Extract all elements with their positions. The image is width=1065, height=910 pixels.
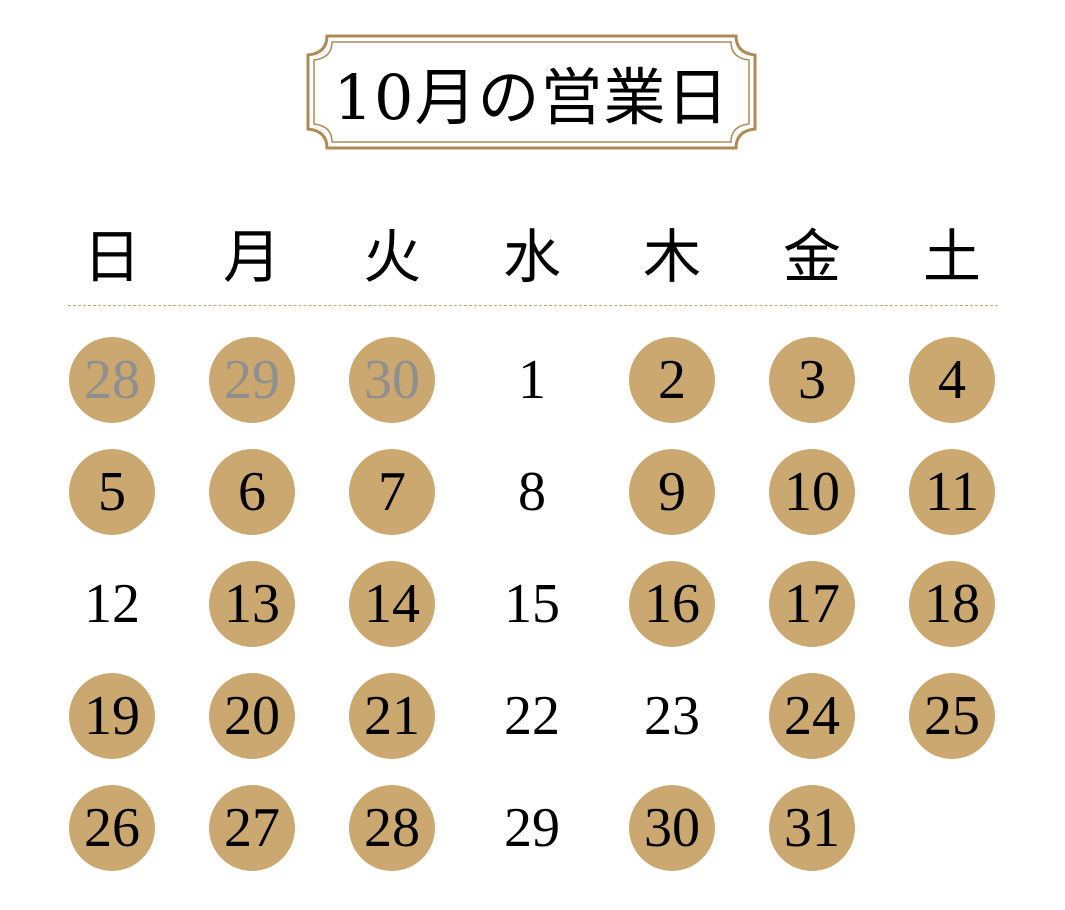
- header-divider: [68, 305, 998, 306]
- business-day-number: 27: [209, 785, 295, 871]
- weekday-label: 火: [362, 223, 421, 291]
- day-cell: 12: [42, 548, 182, 660]
- title-frame: 10月の営業日: [305, 33, 758, 151]
- day-cell: 28: [322, 772, 462, 884]
- business-day-number: 21: [349, 673, 435, 759]
- business-day-number: 7: [349, 449, 435, 535]
- business-day-number: 28: [69, 337, 155, 423]
- business-day-number: 6: [209, 449, 295, 535]
- day-cell: 29: [462, 772, 602, 884]
- day-cell: 7: [322, 436, 462, 548]
- day-cell: 30: [322, 324, 462, 436]
- day-cell: 22: [462, 660, 602, 772]
- day-cell: 3: [742, 324, 882, 436]
- day-cell: 11: [882, 436, 1022, 548]
- day-cell: 23: [602, 660, 742, 772]
- weekday-label: 金: [782, 223, 841, 291]
- business-day-number: 30: [629, 785, 715, 871]
- day-cell: 5: [42, 436, 182, 548]
- business-day-number: 26: [69, 785, 155, 871]
- day-cell: 2: [602, 324, 742, 436]
- day-cell: 18: [882, 548, 1022, 660]
- weekday-label: 木: [642, 223, 701, 291]
- day-cell: 25: [882, 660, 1022, 772]
- business-day-number: 19: [69, 673, 155, 759]
- day-cell: 4: [882, 324, 1022, 436]
- business-day-number: 4: [909, 337, 995, 423]
- business-day-number: 30: [349, 337, 435, 423]
- day-cell: 30: [602, 772, 742, 884]
- business-day-number: 3: [769, 337, 855, 423]
- business-day-number: 18: [909, 561, 995, 647]
- day-cell: 21: [322, 660, 462, 772]
- day-cell: 17: [742, 548, 882, 660]
- business-day-number: 14: [349, 561, 435, 647]
- weekday-label: 日: [82, 223, 141, 291]
- day-cell: 14: [322, 548, 462, 660]
- business-day-number: 9: [629, 449, 715, 535]
- day-cell: 9: [602, 436, 742, 548]
- weekday-label: 土: [922, 223, 981, 291]
- day-cell: 1: [462, 324, 602, 436]
- day-cell: 27: [182, 772, 322, 884]
- day-cell: 20: [182, 660, 322, 772]
- day-cell: 8: [462, 436, 602, 548]
- title-frame-border: [306, 34, 757, 150]
- business-day-number: 29: [209, 337, 295, 423]
- business-day-number: 31: [769, 785, 855, 871]
- weekday-label: 月: [222, 223, 281, 291]
- closed-day-number: 15: [504, 573, 560, 635]
- business-day-number: 28: [349, 785, 435, 871]
- closed-day-number: 12: [84, 573, 140, 635]
- closed-day-number: 23: [644, 685, 700, 747]
- business-day-number: 11: [909, 449, 995, 535]
- day-cell: 29: [182, 324, 322, 436]
- day-cell: 10: [742, 436, 882, 548]
- calendar-title: 10月の営業日: [333, 61, 730, 134]
- business-day-number: 20: [209, 673, 295, 759]
- business-day-number: 5: [69, 449, 155, 535]
- closed-day-number: 1: [518, 349, 546, 411]
- day-cell: 24: [742, 660, 882, 772]
- day-cell: 15: [462, 548, 602, 660]
- weekday-header: 日月火水木金土: [42, 212, 1022, 292]
- day-cell: 19: [42, 660, 182, 772]
- business-day-number: 13: [209, 561, 295, 647]
- business-day-number: 2: [629, 337, 715, 423]
- day-cell: 28: [42, 324, 182, 436]
- day-cell: 16: [602, 548, 742, 660]
- closed-day-number: 8: [518, 461, 546, 523]
- business-day-number: 24: [769, 673, 855, 759]
- business-day-number: 16: [629, 561, 715, 647]
- business-day-number: 10: [769, 449, 855, 535]
- day-cell: 6: [182, 436, 322, 548]
- day-cell: 13: [182, 548, 322, 660]
- business-day-number: 17: [769, 561, 855, 647]
- closed-day-number: 29: [504, 797, 560, 859]
- weekday-label: 水: [502, 223, 561, 291]
- closed-day-number: 22: [504, 685, 560, 747]
- day-cell: 26: [42, 772, 182, 884]
- business-day-number: 25: [909, 673, 995, 759]
- day-cell: 31: [742, 772, 882, 884]
